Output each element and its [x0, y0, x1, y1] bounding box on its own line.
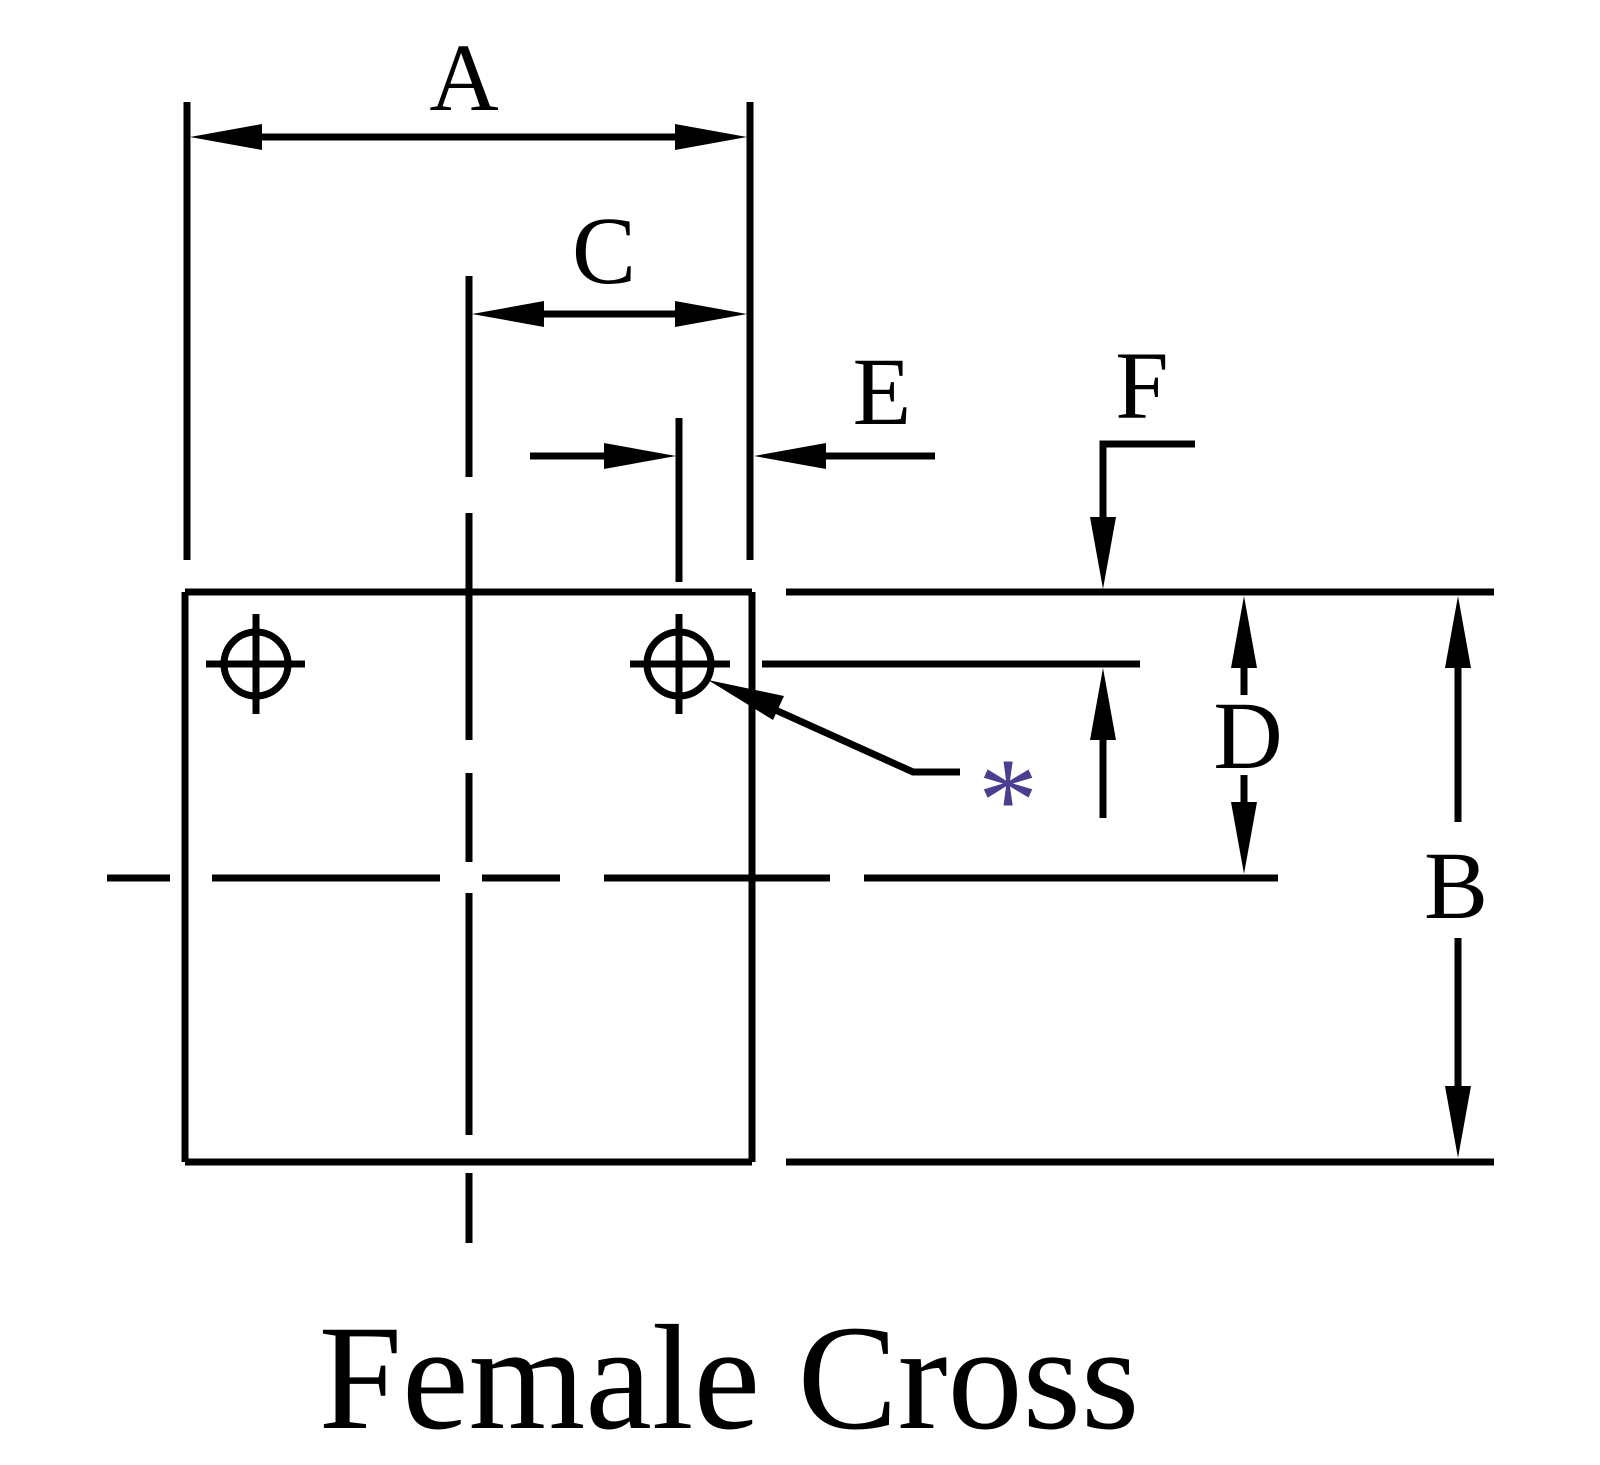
dimension-label-e: E	[853, 338, 912, 445]
diagram-caption: Female Cross	[319, 1295, 1140, 1461]
dimension-b: B	[1424, 596, 1488, 1158]
dimension-a: A	[190, 24, 747, 150]
dimension-label-f: F	[1115, 332, 1168, 439]
left-hole-symbol	[206, 614, 305, 714]
note-leader: *	[708, 680, 1038, 866]
dimension-f: F	[1090, 332, 1195, 589]
dimension-d: D	[1213, 596, 1283, 874]
dimension-label-d: D	[1213, 682, 1282, 789]
note-asterisk-marker: *	[978, 733, 1038, 866]
right-hole-symbol	[630, 614, 730, 714]
dimension-label-c: C	[572, 197, 636, 304]
dimension-c: C	[472, 197, 747, 327]
dimension-e: E	[530, 338, 935, 469]
dimension-label-b: B	[1424, 832, 1488, 939]
dimension-label-a: A	[429, 24, 498, 131]
extension-lines	[183, 102, 1494, 1166]
hole-offset-arrow	[1090, 668, 1116, 818]
